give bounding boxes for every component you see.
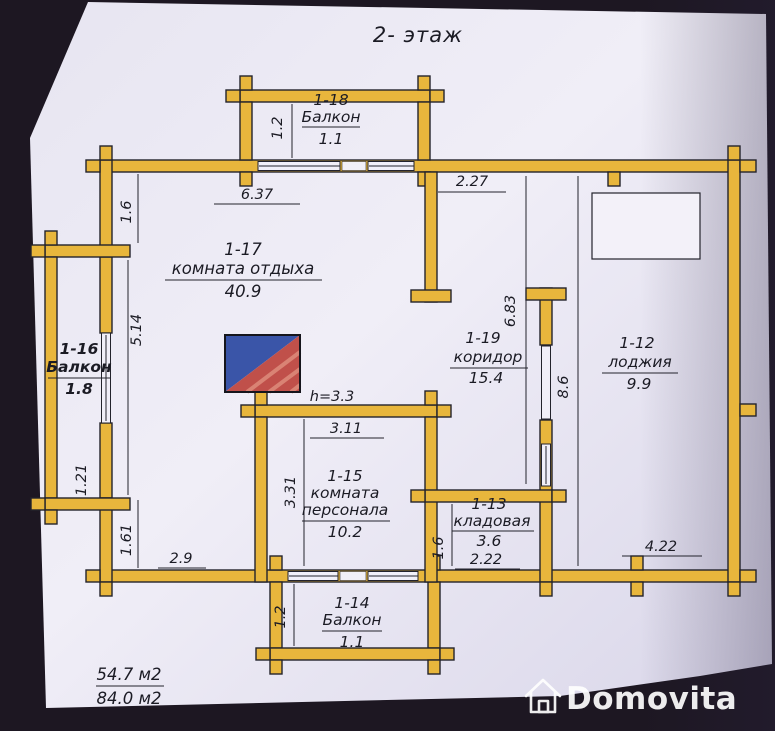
room-loggia-name: лоджия: [607, 353, 671, 371]
dim-bottom-right: 4.22: [645, 539, 677, 555]
watermark-text: Domovita: [566, 681, 737, 717]
dim-bottom-left: 2.9: [169, 551, 192, 567]
dim-storage-height: 1.6: [431, 536, 447, 559]
room-loggia-area: 9.9: [627, 375, 652, 393]
room-storage-id: 1-13: [471, 495, 506, 513]
room-storage-area: 3.6: [477, 532, 502, 550]
paper-sheet: [30, 2, 772, 708]
room-corridor-id: 1-19: [465, 329, 500, 347]
room-balcony-top-area: 1.1: [319, 130, 344, 148]
dim-loggia-height: 8.6: [556, 375, 572, 398]
room-staff-name1: комната: [311, 484, 380, 502]
dim-top-mid-width: 2.27: [456, 174, 489, 190]
room-rest-id: 1-17: [224, 240, 262, 259]
domovita-watermark: Domovita: [524, 678, 737, 717]
dim-opening-width: 3.11: [330, 421, 362, 437]
dimension-lines: [96, 104, 702, 687]
dim-staff-height: 3.31: [283, 476, 299, 508]
stove-symbol: [224, 334, 302, 394]
total-living-area: 54.7 м2: [97, 665, 162, 684]
dim-left-upper-gap: 1.6: [119, 200, 135, 223]
room-loggia-id: 1-12: [619, 334, 654, 352]
room-label-lines: [48, 126, 678, 632]
room-staff-area: 10.2: [328, 523, 363, 541]
paper-edge-shade: [640, 0, 775, 731]
house-icon: [524, 678, 562, 714]
room-rest-name: комната отдыха: [172, 259, 314, 278]
room-balcony-bottom-id: 1-14: [334, 594, 369, 612]
room-corridor-name: коридор: [454, 348, 523, 366]
dim-left-lower-gap: 1.61: [119, 524, 135, 556]
dim-balcony-left-height: 5.14: [129, 314, 145, 346]
room-balcony-left-area: 1.8: [65, 380, 93, 398]
room-corridor-area: 15.4: [469, 369, 504, 387]
room-balcony-bottom-name: Балкон: [322, 611, 381, 629]
dim-opening-height: h=3.3: [310, 389, 354, 405]
dim-balcony-left-width: 1.21: [74, 464, 90, 496]
room-balcony-left-id: 1-16: [60, 340, 99, 358]
dim-storage-width: 2.22: [470, 552, 502, 568]
dim-corridor-height: 6.83: [503, 295, 519, 327]
loggia-hatch: [591, 192, 701, 260]
dim-balcony-top-depth: 1.2: [270, 116, 286, 139]
room-rest-area: 40.9: [225, 282, 262, 301]
dim-balcony-bottom-depth: 1.2: [273, 605, 289, 628]
room-balcony-top-name: Балкон: [301, 108, 360, 126]
room-storage-name: кладовая: [454, 512, 531, 530]
room-balcony-top-id: 1-18: [313, 91, 348, 109]
floor-title: 2- этаж: [373, 23, 463, 47]
room-staff-id: 1-15: [327, 467, 362, 485]
total-area: 84.0 м2: [97, 689, 162, 708]
room-staff-name2: персонала: [302, 501, 389, 519]
room-balcony-bottom-area: 1.1: [340, 633, 365, 651]
dim-top-left-width: 6.37: [241, 187, 274, 203]
room-balcony-left-name: Балкон: [46, 358, 112, 376]
